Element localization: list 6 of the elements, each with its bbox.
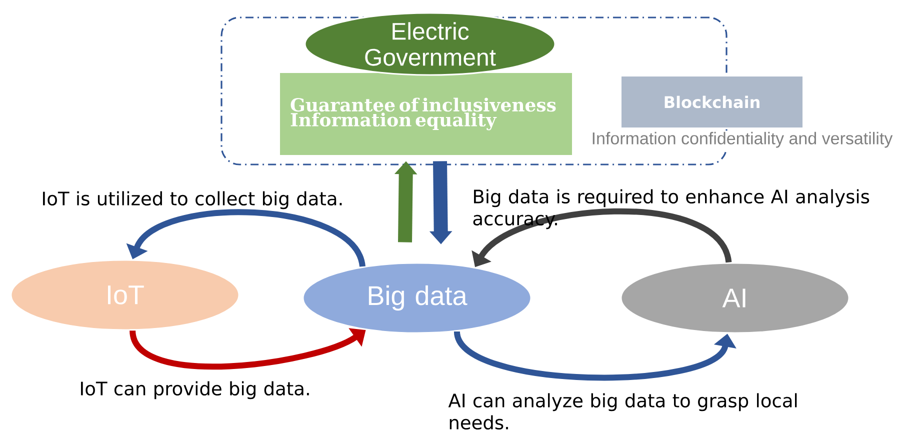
process-box: Blockchain	[622, 76, 802, 128]
node-label: Information confidentiality and versatility	[590, 130, 894, 149]
edge-label: IoT is utilized to collect big data.	[43, 191, 342, 210]
edge-label: IoT can provide big data.	[81, 381, 309, 400]
edge-label: AI can analyze big data to grasp local needs.	[448, 393, 797, 430]
process-box: Guarantee of inclusiveness Information equality	[280, 73, 572, 155]
